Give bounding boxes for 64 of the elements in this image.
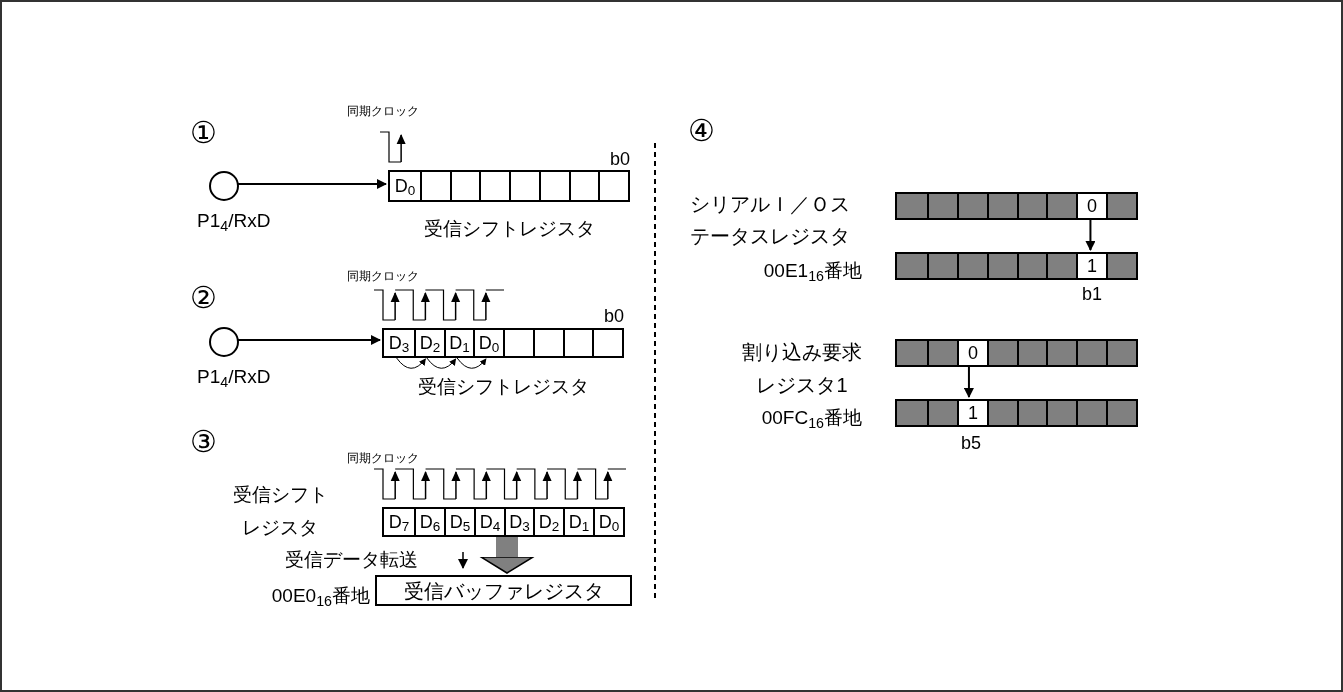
register-bit-cell: D$_{3}$ xyxy=(504,509,533,535)
register-bit-cell xyxy=(957,254,987,278)
address-label: 00E0$_{16}$番地 xyxy=(270,584,370,611)
register-bit-cell xyxy=(987,194,1017,218)
register-name: 受信シフトレジスタ xyxy=(231,483,329,540)
register-bit-cell xyxy=(987,254,1017,278)
register-bit-cell xyxy=(1076,401,1106,425)
shift-register xyxy=(895,252,1138,280)
register-bit-cell xyxy=(1046,194,1076,218)
register-bit-cell xyxy=(1106,401,1136,425)
shift-register xyxy=(382,328,624,358)
transfer-arrow xyxy=(480,535,534,574)
step-number: ③ xyxy=(190,427,218,457)
register-bit-cell xyxy=(1017,341,1046,365)
step-number: ④ xyxy=(688,116,716,146)
bit-label: b5 xyxy=(961,432,983,455)
clock-label: 同期クロック xyxy=(347,103,420,120)
step-number: ② xyxy=(190,283,218,313)
clock-label: 同期クロック xyxy=(347,450,420,467)
edge-label: 受信データ転送 xyxy=(284,548,418,572)
register-bit-cell: D$_{1}$ xyxy=(444,330,473,356)
shift-register xyxy=(388,170,630,202)
register-bit-cell xyxy=(957,194,987,218)
register-bit-cell xyxy=(897,341,927,365)
shift-register xyxy=(895,339,1138,367)
register-bit-cell xyxy=(1017,401,1046,425)
register-bit-cell xyxy=(1046,341,1076,365)
shift-register xyxy=(895,399,1138,427)
register-bit-cell xyxy=(987,341,1017,365)
bit-label: b0 xyxy=(610,150,632,168)
register-bit-cell xyxy=(1076,341,1106,365)
register-bit-cell xyxy=(927,401,957,425)
shift-arrow xyxy=(456,357,487,369)
register-bit-cell xyxy=(1106,341,1136,365)
buffer-register: 受信バッファレジスタ xyxy=(375,575,632,606)
step-number: ① xyxy=(190,118,218,148)
register-bit-cell xyxy=(927,341,957,365)
register-bit-cell xyxy=(1106,194,1136,218)
bit-label: b1 xyxy=(1082,283,1104,306)
bit-label: b0 xyxy=(604,307,626,325)
register-bit-cell xyxy=(1106,254,1136,278)
register-bit-cell xyxy=(897,401,927,425)
register-bit-cell xyxy=(897,194,927,218)
register-bit-cell xyxy=(1017,194,1046,218)
register-bit-cell xyxy=(897,254,927,278)
shift-register xyxy=(382,507,625,537)
shift-arrow xyxy=(396,357,426,369)
clock-label: 同期クロック xyxy=(347,268,420,285)
register-bit-cell xyxy=(1017,254,1046,278)
pin-label: P1$_{4}$/RxD xyxy=(197,209,272,236)
address-label: 00E1$_{16}$番地 xyxy=(762,259,862,286)
register-name: 受信シフトレジスタ xyxy=(416,375,590,399)
shift-register xyxy=(895,192,1138,220)
register-bit-cell xyxy=(927,194,957,218)
register-name: 割り込み要求レジスタ1 xyxy=(741,340,863,398)
register-name: シリアルＩ／Ｏステータスレジスタ xyxy=(688,192,851,249)
address-label: 00FC$_{16}$番地 xyxy=(760,406,862,433)
register-bit-cell xyxy=(1046,254,1076,278)
register-bit-cell xyxy=(1046,401,1076,425)
pin-label: P1$_{4}$/RxD xyxy=(197,365,272,392)
register-bit-cell xyxy=(927,254,957,278)
shift-arrow xyxy=(426,357,457,369)
register-name: 受信シフトレジスタ xyxy=(422,217,596,241)
register-bit-cell xyxy=(987,401,1017,425)
